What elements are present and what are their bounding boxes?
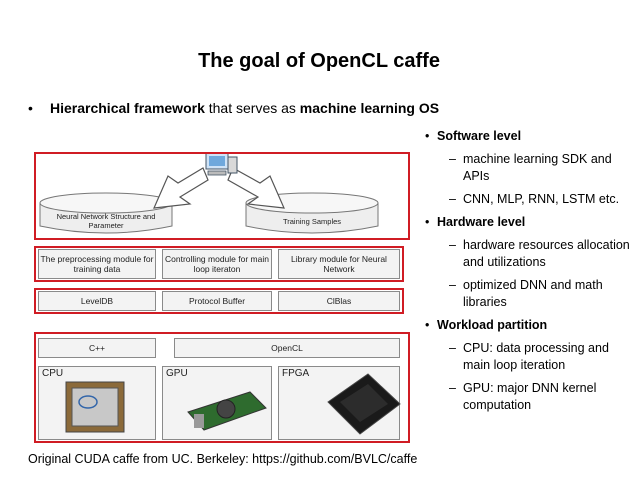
gpu-card-icon — [187, 391, 267, 431]
clblas-box: ClBlas — [278, 291, 400, 311]
source-caption: Original CUDA caffe from UC. Berkeley: h… — [28, 452, 418, 466]
sub-item: CNN, MLP, RNN, LSTM etc. — [425, 191, 635, 208]
preprocessing-module: The preprocessing module for training da… — [38, 249, 156, 279]
bullet-hardware-level: Hardware level — [425, 214, 635, 231]
storage-cylinders — [39, 152, 379, 234]
protocol-buffer-box: Protocol Buffer — [162, 291, 272, 311]
bullet-bold-2: machine learning OS — [299, 100, 440, 116]
sub-item: CPU: data processing and main loop itera… — [425, 340, 635, 374]
main-bullet: • Hierarchical framework that serves as m… — [28, 100, 439, 116]
module-frame — [34, 246, 404, 282]
cpu-chip-icon — [65, 381, 125, 433]
computer-icon — [205, 152, 238, 176]
controlling-module: Controlling module for main loop iterato… — [162, 249, 272, 279]
bullet-workload-partition: Workload partition — [425, 317, 635, 334]
sub-item: GPU: major DNN kernel computation — [425, 380, 635, 414]
library-frame — [34, 288, 404, 314]
right-bullet-list: Software level machine learning SDK and … — [425, 128, 635, 420]
cpp-box: C++ — [38, 338, 156, 358]
architecture-diagram: Neural Network Structure and Parameter T… — [28, 148, 416, 443]
cylinder-label-network: Neural Network Structure and Parameter — [56, 212, 156, 230]
software-level-frame — [34, 152, 410, 240]
cpu-label: CPU — [42, 368, 64, 379]
sub-item: hardware resources allocation and utiliz… — [425, 237, 635, 271]
hardware-images — [65, 373, 401, 435]
library-module: Library module for Neural Network — [278, 249, 400, 279]
sub-item: machine learning SDK and APIs — [425, 151, 635, 185]
slide-title: The goal of OpenCL caffe — [198, 50, 440, 72]
bullet-software-level: Software level — [425, 128, 635, 145]
bullet-mid: that serves as — [204, 100, 300, 116]
hardware-level-frame — [34, 332, 410, 443]
leveldb-box: LevelDB — [38, 291, 156, 311]
gpu-label: GPU — [166, 368, 188, 379]
fpga-label: FPGA — [282, 368, 310, 379]
sub-item: optimized DNN and math libraries — [425, 277, 635, 311]
opencl-box: OpenCL — [174, 338, 400, 358]
cylinder-label-training: Training Samples — [282, 217, 342, 226]
fpga-chip-icon — [327, 373, 401, 435]
bullet-bold-1: Hierarchical framework — [50, 100, 205, 116]
bullet-dot: • — [28, 100, 33, 116]
